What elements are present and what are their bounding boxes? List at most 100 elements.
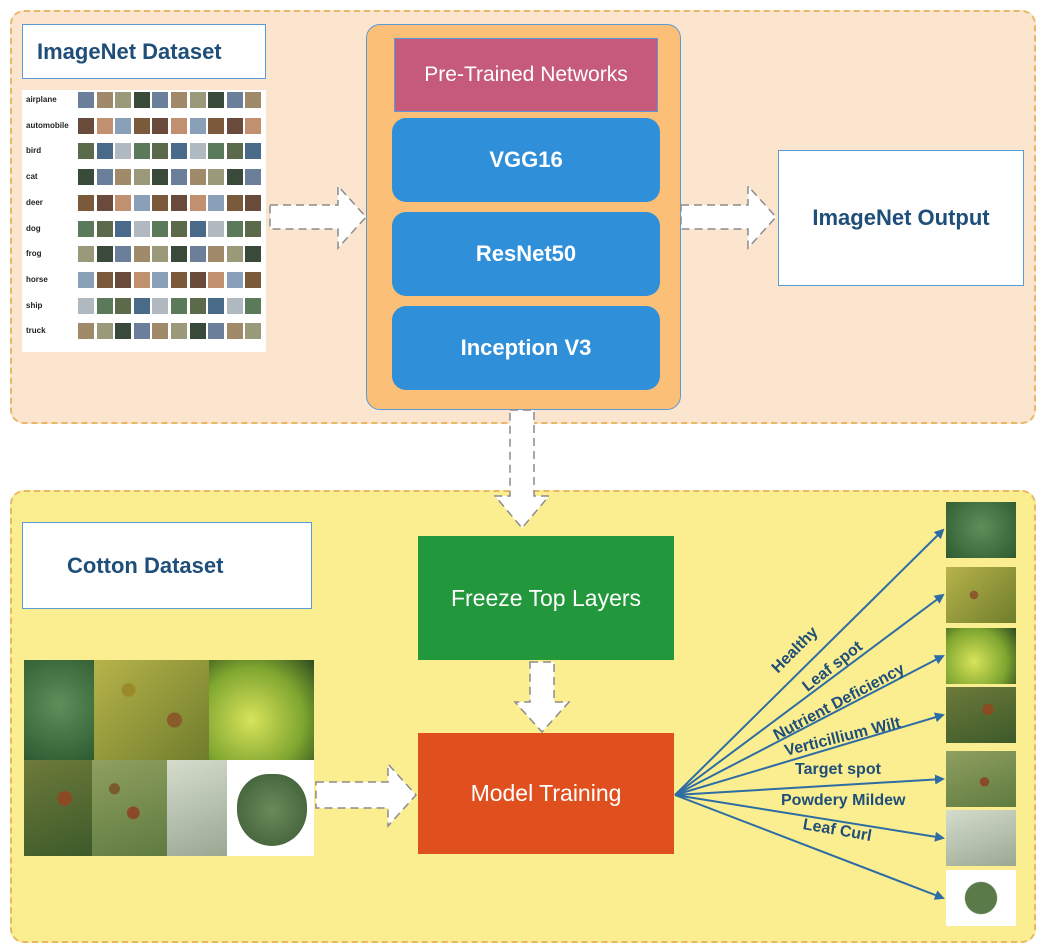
imagenet-sample-thumbnail: [133, 246, 150, 263]
imagenet-sample-thumbnail: [152, 246, 169, 263]
imagenet-sample-thumbnail: [171, 117, 187, 134]
class-arrow-powdery-mildew: [674, 794, 945, 842]
imagenet-sample-thumbnail: [245, 297, 262, 314]
imagenet-sample-thumbnail: [208, 169, 225, 186]
imagenet-sample-thumbnail: [78, 271, 94, 288]
imagenet-class-label: truck: [26, 326, 46, 336]
imagenet-sample-thumbnail: [208, 194, 225, 211]
imagenet-sample-thumbnail: [245, 117, 262, 134]
freeze-top-layers-box: Freeze Top Layers: [418, 536, 674, 660]
output-thumbnail-nutrient-deficiency: [946, 628, 1016, 684]
class-arrow-leaf-curl: [674, 794, 945, 900]
imagenet-sample-thumbnail: [171, 194, 187, 211]
output-thumbnail-powdery-mildew: [946, 810, 1016, 866]
imagenet-sample-thumbnail: [152, 323, 169, 340]
imagenet-sample-thumbnail: [78, 143, 94, 160]
imagenet-sample-thumbnail: [171, 246, 187, 263]
imagenet-sample-thumbnail: [171, 271, 187, 288]
cotton-leaf-curl-image: [227, 760, 314, 856]
imagenet-sample-thumbnail: [96, 117, 113, 134]
imagenet-sample-thumbnail: [189, 271, 206, 288]
imagenet-sample-thumbnail: [133, 169, 150, 186]
vgg16-block: VGG16: [392, 118, 660, 202]
imagenet-sample-thumbnail: [78, 246, 94, 263]
imagenet-sample-thumbnail: [78, 194, 94, 211]
imagenet-sample-thumbnail: [152, 143, 169, 160]
class-arrow-healthy: [674, 528, 945, 796]
imagenet-output-box: ImageNet Output: [778, 150, 1024, 286]
imagenet-sample-thumbnail: [115, 92, 132, 108]
imagenet-sample-thumbnail: [115, 246, 132, 263]
imagenet-sample-thumbnail: [171, 169, 187, 186]
imagenet-sample-thumbnail: [245, 194, 262, 211]
cotton-leaf-healthy-image: [24, 660, 94, 760]
imagenet-sample-thumbnail: [171, 220, 187, 237]
imagenet-sample-thumbnail: [245, 169, 262, 186]
imagenet-sample-thumbnail: [189, 246, 206, 263]
imagenet-sample-thumbnail: [152, 220, 169, 237]
imagenet-sample-thumbnail: [96, 271, 113, 288]
imagenet-sample-thumbnail: [152, 169, 169, 186]
imagenet-sample-thumbnail: [245, 323, 262, 340]
imagenet-sample-thumbnail: [245, 143, 262, 160]
imagenet-sample-thumbnail: [133, 92, 150, 108]
imagenet-sample-thumbnail: [152, 92, 169, 108]
imagenet-sample-thumbnail: [96, 297, 113, 314]
imagenet-sample-thumbnail: [208, 220, 225, 237]
imagenet-sample-thumbnail: [226, 271, 243, 288]
arrow-cotton-to-training: [315, 762, 418, 828]
imagenet-sample-thumbnail: [189, 169, 206, 186]
arrow-networks-to-freeze: [493, 409, 551, 530]
imagenet-sample-thumbnail: [115, 169, 132, 186]
imagenet-sample-thumbnail: [208, 323, 225, 340]
imagenet-sample-thumbnail: [226, 117, 243, 134]
imagenet-sample-thumbnail: [115, 323, 132, 340]
cotton-sample-images: [24, 660, 314, 856]
class-arrow-leaf-spot: [674, 593, 945, 796]
imagenet-class-label: bird: [26, 146, 42, 156]
imagenet-sample-thumbnail: [133, 117, 150, 134]
imagenet-sample-thumbnail: [208, 271, 225, 288]
cotton-leaf-nutrient-image: [209, 660, 314, 760]
arrow-networks-to-output: [680, 184, 778, 250]
imagenet-class-label: cat: [26, 172, 38, 182]
imagenet-sample-thumbnail: [226, 246, 243, 263]
imagenet-sample-thumbnail: [133, 271, 150, 288]
imagenet-sample-thumbnail: [152, 297, 169, 314]
imagenet-sample-thumbnail: [115, 271, 132, 288]
imagenet-sample-thumbnail: [133, 194, 150, 211]
cotton-leaf-target-image: [92, 760, 167, 856]
imagenet-sample-thumbnail: [245, 92, 262, 108]
cotton-leaf-wilt-image: [24, 760, 92, 856]
imagenet-sample-thumbnail: [152, 117, 169, 134]
class-arrow-target-spot: [674, 774, 945, 796]
output-thumbnail-leaf-spot: [946, 567, 1016, 623]
output-thumbnail-verticillium-wilt: [946, 687, 1016, 743]
pretrained-networks-header: Pre-Trained Networks: [394, 38, 658, 112]
imagenet-sample-thumbnail: [115, 220, 132, 237]
imagenet-sample-thumbnail: [245, 220, 262, 237]
imagenet-sample-thumbnail: [78, 169, 94, 186]
class-arrow-verticillium-wilt: [674, 712, 945, 796]
imagenet-sample-thumbnail: [189, 143, 206, 160]
imagenet-sample-thumbnail: [96, 143, 113, 160]
imagenet-sample-thumbnail: [189, 117, 206, 134]
imagenet-sample-thumbnail: [133, 323, 150, 340]
imagenet-sample-thumbnail: [226, 143, 243, 160]
imagenet-sample-thumbnail: [133, 297, 150, 314]
arrow-grid-to-networks: [269, 184, 368, 250]
imagenet-sample-thumbnail: [208, 117, 225, 134]
inception-v3-block: Inception V3: [392, 306, 660, 390]
imagenet-sample-thumbnail: [96, 323, 113, 340]
imagenet-sample-thumbnail: [208, 297, 225, 314]
imagenet-sample-thumbnail: [226, 92, 243, 108]
imagenet-sample-thumbnail: [189, 220, 206, 237]
imagenet-sample-thumbnail: [189, 92, 206, 108]
imagenet-sample-thumbnail: [152, 271, 169, 288]
imagenet-sample-thumbnail: [96, 220, 113, 237]
imagenet-sample-thumbnail: [208, 246, 225, 263]
imagenet-sample-thumbnail: [78, 92, 94, 108]
imagenet-sample-thumbnail: [226, 220, 243, 237]
imagenet-sample-thumbnail: [78, 220, 94, 237]
